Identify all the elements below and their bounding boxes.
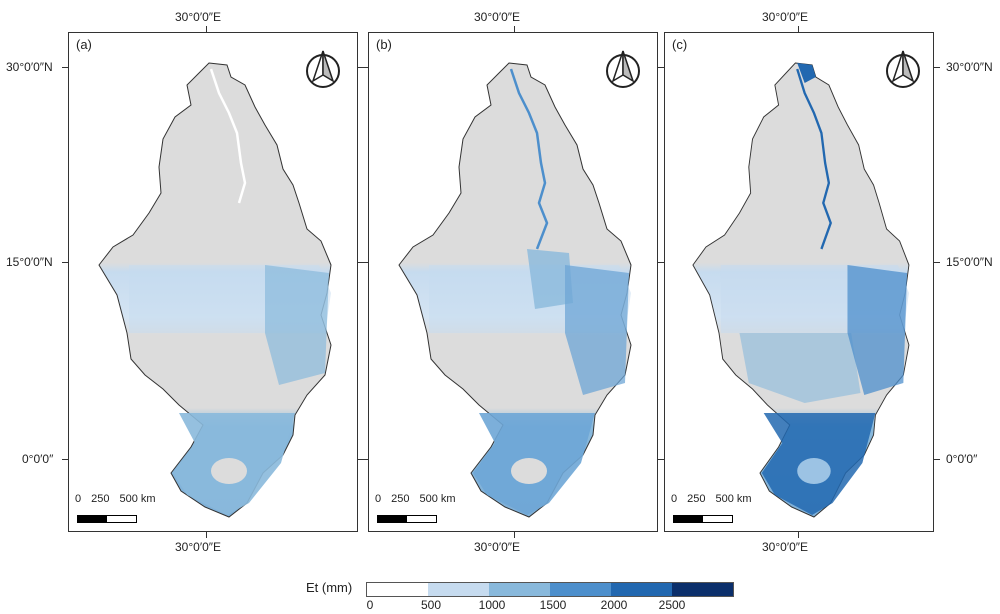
tick-gap-15-bc xyxy=(658,262,664,263)
tick-bottom-c xyxy=(798,532,799,538)
tick-top-c xyxy=(798,26,799,32)
tick-left-15 xyxy=(62,262,68,263)
legend-swatch-4 xyxy=(611,583,672,596)
panel-label-a: (a) xyxy=(76,37,92,52)
north-arrow-icon xyxy=(306,50,340,88)
legend-swatch-5 xyxy=(672,583,733,596)
lat-label-15n-right: 15°0′0″N xyxy=(946,255,993,269)
legend-color-bar xyxy=(366,582,734,597)
top-lon-label-c: 30°0′0″E xyxy=(762,10,808,24)
top-lon-label-a: 30°0′0″E xyxy=(175,10,221,24)
lat-label-0: 0°0′0″ xyxy=(22,452,54,466)
legend-tick-2000: 2000 xyxy=(600,598,628,612)
top-lon-label-b: 30°0′0″E xyxy=(474,10,520,24)
legend-swatch-3 xyxy=(550,583,611,596)
lat-label-30n: 30°0′0″N xyxy=(6,60,53,74)
tick-bottom-a xyxy=(206,532,207,538)
tick-left-0 xyxy=(62,459,68,460)
basin-map-b xyxy=(398,62,632,518)
panel-label-c: (c) xyxy=(672,37,688,52)
legend-swatch-0 xyxy=(367,583,428,596)
tick-top-a xyxy=(206,26,207,32)
bottom-lon-label-b: 30°0′0″E xyxy=(474,540,520,554)
basin-map-c xyxy=(692,62,910,518)
lat-label-30n-right: 30°0′0″N xyxy=(946,60,993,74)
legend-tick-2500: 2500 xyxy=(658,598,686,612)
legend-swatch-1 xyxy=(428,583,489,596)
bottom-lon-label-a: 30°0′0″E xyxy=(175,540,221,554)
tick-right-30 xyxy=(934,67,940,68)
legend-tick-1000: 1000 xyxy=(478,598,506,612)
scale-bar-a xyxy=(77,515,137,523)
tick-gap-0-ab xyxy=(358,459,368,460)
panel-label-b: (b) xyxy=(376,37,392,52)
tick-left-30 xyxy=(62,67,68,68)
scale-bar-b xyxy=(377,515,437,523)
tick-gap-15-ab xyxy=(358,262,368,263)
north-arrow-icon xyxy=(606,50,640,88)
tick-gap-30-ab xyxy=(358,67,368,68)
legend-tick-500: 500 xyxy=(420,598,442,612)
legend-tick-1500: 1500 xyxy=(539,598,567,612)
tick-gap-0-bc xyxy=(658,459,664,460)
lat-label-0-right: 0°0′0″ xyxy=(946,452,978,466)
north-arrow-icon xyxy=(886,50,920,88)
tick-bottom-b xyxy=(514,532,515,538)
tick-right-15 xyxy=(934,262,940,263)
tick-top-b xyxy=(514,26,515,32)
legend-title: Et (mm) xyxy=(306,580,353,595)
lat-label-15n: 15°0′0″N xyxy=(6,255,53,269)
scale-bar-c xyxy=(673,515,733,523)
bottom-lon-label-c: 30°0′0″E xyxy=(762,540,808,554)
tick-gap-30-bc xyxy=(658,67,664,68)
legend-swatch-2 xyxy=(489,583,550,596)
legend-tick-0: 0 xyxy=(366,598,374,612)
basin-map-a xyxy=(98,62,332,518)
tick-right-0 xyxy=(934,459,940,460)
